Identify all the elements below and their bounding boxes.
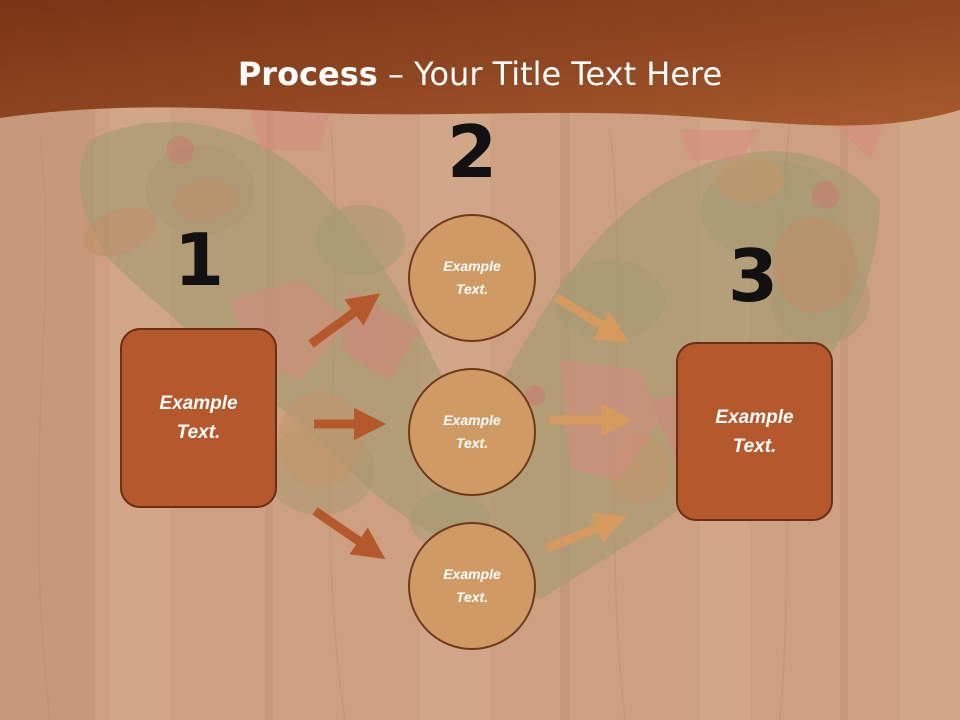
arrow-2a-to-3 <box>553 293 629 343</box>
step-1-box: Example Text. <box>120 328 277 508</box>
title-rest-text: – Your Title Text Here <box>377 55 723 93</box>
step-2-circle-middle-label: Example Text. <box>443 412 501 451</box>
step-2-circle-top-label: Example Text. <box>443 258 501 297</box>
arrow-1-to-2c <box>312 507 386 560</box>
step-1-label: Example Text. <box>159 393 238 443</box>
step-2-circle-top: Example Text. <box>408 214 536 342</box>
step-2-circle-bottom: Example Text. <box>408 522 536 650</box>
step-number-3: 3 <box>727 234 779 318</box>
step-3-label: Example Text. <box>715 406 794 457</box>
arrow-1-to-2a <box>308 293 381 348</box>
step-number-2: 2 <box>446 110 498 194</box>
slide-title: Process – Your Title Text Here <box>0 52 960 96</box>
arrow-2c-to-3 <box>545 512 628 553</box>
step-2-circle-middle: Example Text. <box>408 368 536 496</box>
title-bold-text: Process <box>237 55 378 93</box>
step-2-circle-bottom-label: Example Text. <box>443 566 501 605</box>
step-number-1: 1 <box>173 218 225 302</box>
step-3-box: Example Text. <box>676 342 833 521</box>
